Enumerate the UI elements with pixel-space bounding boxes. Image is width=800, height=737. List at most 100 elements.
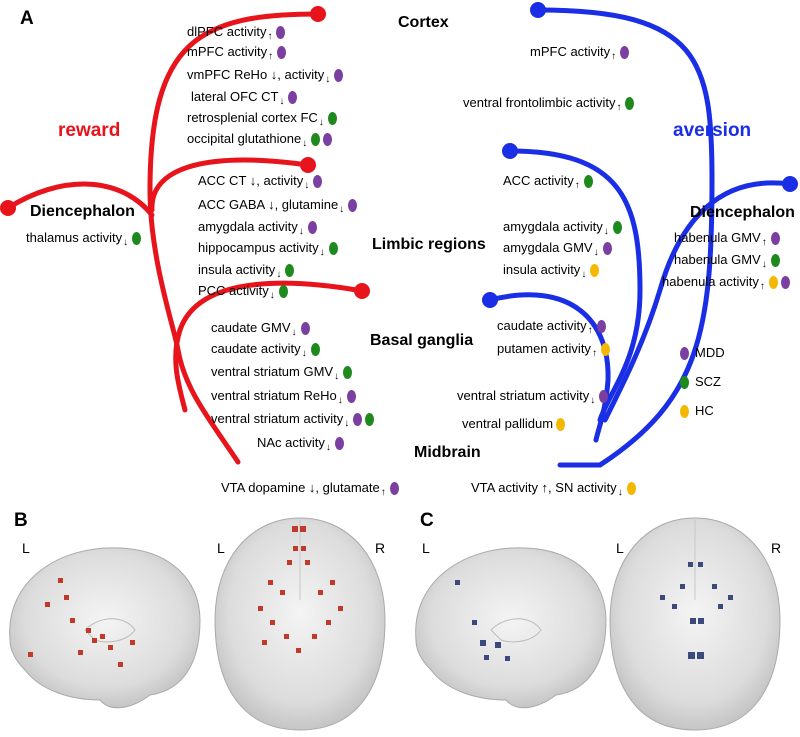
item-arrow: ↓ — [123, 237, 129, 248]
reward-item: thalamus activity↓ — [26, 230, 142, 248]
item-arrow: ↓ — [337, 395, 343, 406]
item-arrow: ↑ — [380, 487, 386, 498]
item-arrow: ↑ — [761, 237, 767, 248]
group-dot-mdd — [346, 390, 356, 404]
item-text: amygdala activity — [503, 219, 603, 234]
item-arrow: ↓ — [761, 259, 767, 270]
item-arrow: ↓ — [334, 371, 340, 382]
region-diencephalon-left: Diencephalon — [30, 203, 135, 220]
aversion-item: mPFC activity↑ — [530, 44, 630, 62]
group-dot-mdd — [389, 482, 399, 496]
group-dot-scz — [310, 343, 320, 357]
reward-item: ACC GABA ↓, glutamine↓ — [198, 197, 358, 215]
group-dot-scz — [311, 133, 321, 147]
group-dot-mdd — [334, 69, 344, 83]
item-text: ventral frontolimbic activity — [463, 95, 616, 110]
legend-label: HC — [695, 403, 714, 418]
item-arrow: ↓ — [339, 204, 345, 215]
reward-branch-cortex — [147, 11, 321, 193]
item-text: dlPFC activity — [187, 24, 267, 39]
aversion-item: habenula GMV↓ — [674, 252, 780, 270]
panel-label-c: C — [420, 510, 434, 531]
aversion-item: ventral frontolimbic activity↑ — [463, 95, 635, 113]
aversion-item: ACC activity↑ — [503, 173, 593, 191]
side-label-left: L — [217, 540, 225, 556]
item-text: lateral OFC CT — [191, 89, 279, 104]
item-arrow: ↓ — [269, 290, 275, 301]
pathway-aversion: aversion — [673, 120, 752, 141]
item-arrow: ↓ — [302, 138, 308, 149]
item-text: amygdala GMV — [503, 240, 593, 255]
reward-item: caudate activity↓ — [211, 341, 320, 359]
side-label-right: R — [771, 540, 782, 556]
aversion-item: habenula GMV↑ — [674, 230, 780, 248]
item-text: caudate GMV — [211, 320, 291, 335]
reward-item: NAc activity↓ — [257, 435, 344, 453]
group-dot-mdd — [300, 322, 310, 336]
item-arrow: ↓ — [276, 269, 282, 280]
item-text: putamen activity — [497, 341, 591, 356]
group-dot-mdd — [348, 199, 358, 213]
reward-node-cortex — [310, 6, 326, 22]
item-text: ventral striatum activity — [457, 388, 590, 403]
group-dot-scz — [365, 413, 375, 427]
item-arrow: ↓ — [318, 117, 324, 128]
item-arrow: ↓ — [304, 180, 310, 191]
region-diencephalon-right: Diencephalon — [690, 204, 795, 221]
reward-item: ventral striatum ReHo↓ — [211, 388, 356, 406]
group-dot-mdd — [780, 276, 790, 290]
aversion-item: amygdala activity↓ — [503, 219, 622, 237]
item-arrow: ↓ — [344, 418, 350, 429]
aversion-item: caudate activity↑ — [497, 318, 606, 336]
reward-branch-limbic — [149, 157, 311, 213]
item-text: insula activity — [198, 262, 276, 277]
group-dot-mdd — [313, 175, 323, 189]
group-dot-scz — [327, 112, 337, 126]
item-text: caudate activity — [211, 341, 301, 356]
group-dot-mdd — [620, 46, 630, 60]
item-arrow: ↓ — [603, 226, 609, 237]
group-dot-mdd — [353, 413, 363, 427]
brain-sagittal-aversion — [415, 547, 607, 709]
aversion-node-diencephalon — [782, 176, 798, 192]
region-cortex: Cortex — [398, 14, 449, 31]
item-text: habenula GMV — [674, 252, 761, 267]
group-dot-scz — [343, 366, 353, 380]
group-dot-hc — [626, 482, 636, 496]
group-dot-mdd — [276, 26, 286, 40]
reward-roi-markers — [28, 526, 343, 667]
reward-item: VTA dopamine ↓, glutamate↑ — [221, 480, 399, 498]
aversion-item: ventral striatum activity↓ — [457, 388, 609, 406]
group-dot-scz — [770, 254, 780, 268]
item-text: VTA dopamine ↓, glutamate — [221, 480, 380, 495]
item-arrow: ↓ — [298, 226, 304, 237]
item-arrow: ↓ — [319, 247, 325, 258]
item-arrow: ↓ — [279, 96, 285, 107]
item-text: NAc activity — [257, 435, 325, 450]
reward-item: vmPFC ReHo ↓, activity↓ — [187, 67, 344, 85]
reward-item: occipital glutathione↓ — [187, 131, 333, 149]
reward-item: PCC activity↓ — [198, 283, 288, 301]
aversion-node-limbic — [502, 143, 518, 159]
reward-item: ventral striatum activity↓ — [211, 411, 375, 429]
legend-entry: SCZ — [677, 374, 721, 390]
reward-item: mPFC activity↑ — [187, 44, 287, 62]
reward-item: caudate GMV↓ — [211, 320, 310, 338]
legend-entry: HC — [677, 403, 714, 419]
group-dot-mdd — [334, 437, 344, 451]
group-dot-mdd — [770, 232, 780, 246]
item-arrow: ↓ — [325, 442, 331, 453]
group-dot-mdd — [599, 390, 609, 404]
group-dot-scz — [680, 376, 689, 390]
pathway-reward: reward — [58, 120, 121, 141]
item-arrow: ↓ — [291, 327, 297, 338]
item-arrow: ↓ — [593, 247, 599, 258]
aversion-item: amygdala GMV↓ — [503, 240, 612, 258]
item-text: habenula GMV — [674, 230, 761, 245]
aversion-item: VTA activity ↑, SN activity↓ — [471, 480, 636, 498]
group-dot-hc — [600, 343, 610, 357]
item-arrow: ↑ — [574, 180, 580, 191]
item-text: retrosplenial cortex FC — [187, 110, 318, 125]
group-dot-mdd — [288, 91, 298, 105]
